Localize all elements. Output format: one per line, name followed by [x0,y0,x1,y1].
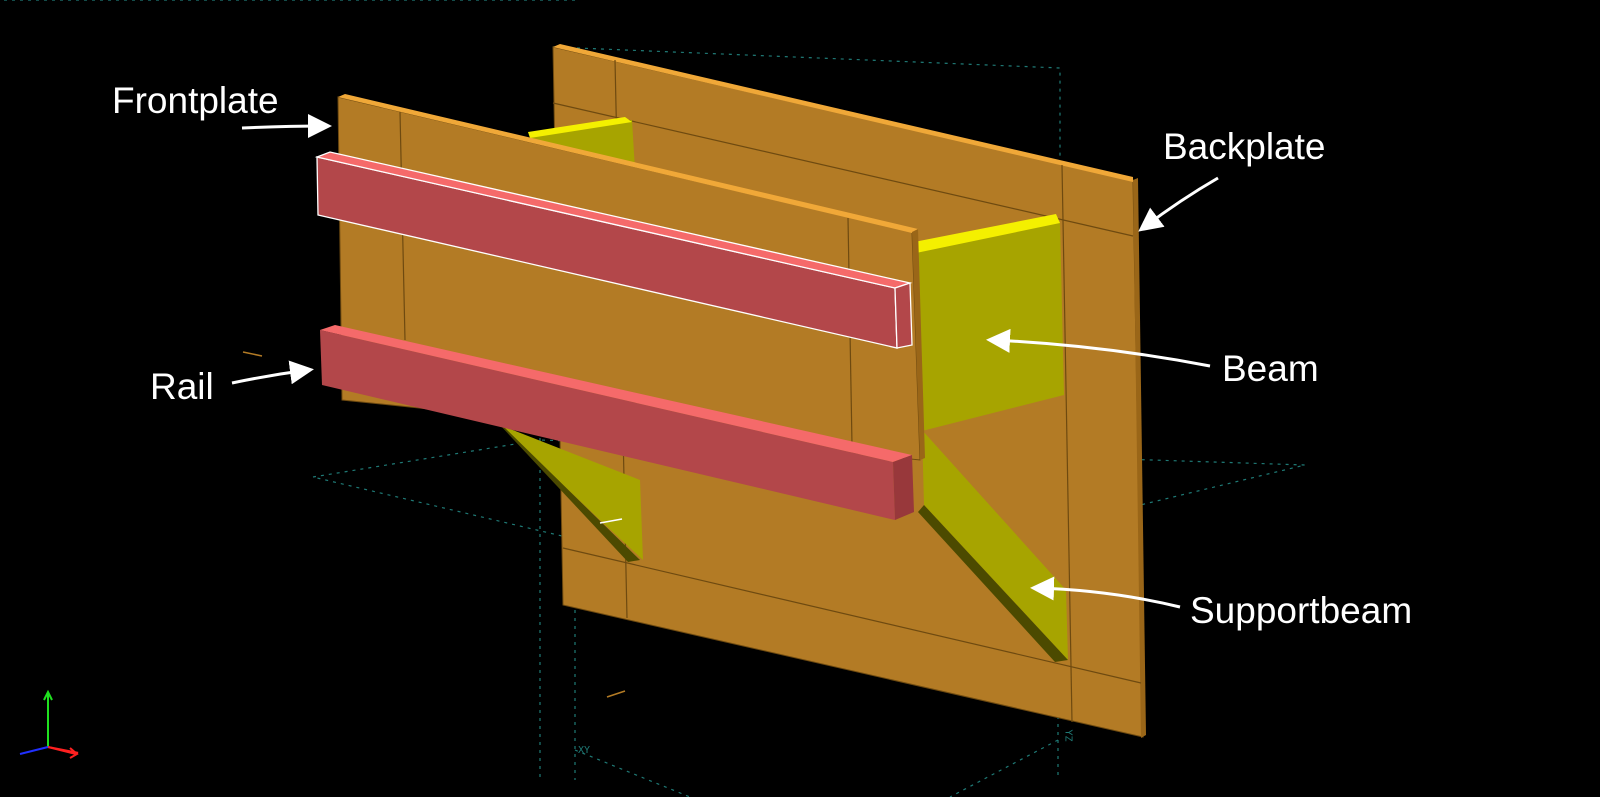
frontplate-label: Frontplate [112,80,279,121]
rail-lower[interactable] [320,325,914,520]
supportbeam-label: Supportbeam [1190,590,1413,631]
supportbeam[interactable] [500,425,1068,662]
rail-upper[interactable] [314,151,913,349]
plane-label-xy: XY [578,745,591,756]
stray-marks [242,351,626,698]
frontplate-arrow [241,114,332,139]
rail-label: Rail [150,366,214,407]
backplate-label: Backplate [1163,126,1326,167]
plane-label-yz: YZ [1062,729,1074,742]
axis-triad [19,689,79,759]
beam-arrow [986,328,1211,368]
backplate-arrow [1138,176,1219,232]
rail-arrow [231,360,314,385]
supportbeam-arrow [1030,576,1181,609]
beam-label: Beam [1222,348,1319,389]
